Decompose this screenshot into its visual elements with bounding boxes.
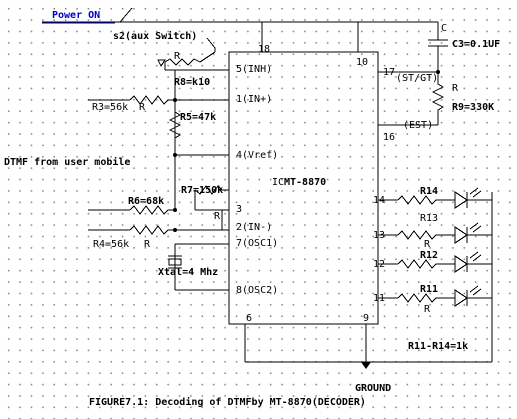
r5-resistor (168, 111, 182, 139)
switch-resistor-label: R (174, 51, 181, 62)
aux-switch-wire (206, 37, 216, 49)
aux-switch-label: s2(aux Switch) (113, 31, 198, 42)
junction-dot (173, 228, 177, 232)
pin-16-label: 16 (383, 132, 396, 143)
ground-arrow (361, 362, 371, 369)
pin-10-label: 10 (356, 57, 369, 68)
led11-ray-2 (472, 288, 482, 296)
r7-r-label: R (214, 211, 221, 222)
led12-icon (454, 255, 468, 273)
led13-ray-1 (469, 222, 479, 230)
led12-ray-2 (472, 254, 482, 262)
r4-r-label: R (144, 239, 151, 250)
mt8870-label: MT-8870 (284, 177, 327, 188)
c3-label: C3=0.1UF (452, 39, 501, 50)
pin-13-label: 13 (373, 230, 386, 241)
pin-11-label: 11 (373, 293, 386, 304)
switch-lever (119, 7, 133, 23)
pin-8-label: 8(OSC2) (236, 285, 279, 296)
r4-resistor (129, 225, 175, 235)
r9-r-label: R (452, 83, 459, 94)
pin-17-label: 17 (383, 67, 396, 78)
pin-5-label: 5(INH) (236, 64, 273, 75)
r14-label: R14 (420, 186, 439, 197)
pin-1-label: 1(IN+) (236, 94, 273, 105)
power-on-label: Power ON (52, 10, 101, 21)
junction-dot (173, 98, 177, 102)
r8-label: R8=k10 (174, 77, 211, 88)
led12-ray-1 (469, 251, 479, 259)
st-gt-label: (ST/GT) (396, 73, 439, 84)
figure-caption: FIGURE7.1: Decoding of DTMFby MT-8870(DE… (89, 397, 366, 408)
r3-r-label: R (139, 102, 146, 113)
switch-diode (157, 59, 166, 67)
switch-resistor (164, 51, 216, 66)
pin-12-label: 12 (373, 259, 386, 270)
led11-ray-1 (469, 285, 479, 293)
r13-r-label: R (424, 239, 431, 250)
pin-7-label: 7(OSC1) (236, 238, 279, 249)
r6-resistor (129, 205, 175, 215)
junction-dot (173, 208, 177, 212)
pin-18-label: 18 (258, 44, 271, 55)
r13-label: R13 (420, 213, 439, 224)
r12-label: R12 (420, 250, 439, 261)
r11-label: R11 (420, 284, 439, 295)
r7-label: R7=150k (181, 185, 224, 196)
pin-14-label: 14 (373, 195, 386, 206)
ground-label: GROUND (355, 383, 392, 394)
c-label: C (441, 23, 448, 34)
pin-9-label: 9 (363, 313, 370, 324)
led13-icon (454, 226, 468, 244)
r11-r-label: R (424, 304, 431, 315)
r7-resistor (194, 185, 229, 195)
r13-resistor (397, 230, 455, 240)
led13-ray-2 (472, 225, 482, 233)
junction-dot (173, 153, 177, 157)
pin-3-label: 3 (236, 204, 243, 215)
junction-dot (436, 70, 440, 74)
led14-icon (454, 191, 468, 209)
r9-label: R9=330K (452, 102, 495, 113)
r5-label: R5=47k (180, 112, 217, 123)
r4-label: R4=56k (93, 239, 130, 250)
led14-ray-2 (472, 190, 482, 198)
ic-body (228, 51, 379, 325)
r6-label: R6=68k (128, 196, 165, 207)
dtmf-input-label: DTMF from user mobile (4, 157, 131, 168)
est-label: (EST) (403, 120, 434, 131)
r3-resistor (129, 95, 175, 105)
r3-label: R3=56k (92, 102, 129, 113)
pin-2-label: 2(IN-) (236, 222, 273, 233)
r12-resistor (397, 259, 455, 269)
ic-label: IC (272, 177, 285, 188)
xtal-label: Xtal=4 Mhz (158, 267, 219, 278)
pin-6-label: 6 (246, 313, 253, 324)
led14-ray-1 (469, 187, 479, 195)
r9-resistor (431, 72, 445, 125)
r14-resistor (397, 195, 455, 205)
r11-resistor (397, 293, 455, 303)
pin-4-label: 4(Vref) (236, 150, 279, 161)
r11-r14-value-label: R11-R14=1k (408, 341, 469, 352)
led11-icon (454, 289, 468, 307)
